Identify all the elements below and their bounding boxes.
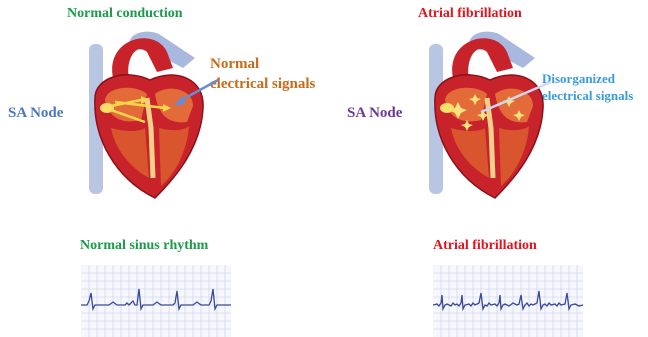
left-ecg-svg [81, 265, 231, 337]
right-ecg-strip [433, 265, 583, 337]
right-sa-node-label: SA Node [347, 105, 402, 122]
right-ecg-trace [433, 291, 583, 309]
right-signal-label: Disorganized electrical signals [542, 70, 633, 104]
right-label-pointer [475, 78, 555, 118]
left-signal-label-line1: Normal [210, 54, 315, 74]
left-signal-label: Normal electrical signals [210, 54, 315, 94]
right-signal-label-line2: electrical signals [542, 87, 633, 104]
right-signal-label-line1: Disorganized [542, 70, 633, 87]
left-label-pointer [170, 78, 220, 108]
left-heart-illustration [75, 28, 215, 200]
right-ecg-grid [433, 265, 583, 337]
right-rhythm-title: Atrial fibrillation [433, 238, 537, 254]
left-signal-label-line2: electrical signals [210, 74, 315, 94]
left-ecg-strip [81, 265, 231, 337]
left-ecg-grid [81, 265, 231, 337]
left-ecg-trace [81, 289, 231, 309]
right-panel-title: Atrial fibrillation [418, 6, 522, 22]
right-ecg-svg [433, 265, 583, 337]
right-sa-node [440, 103, 454, 113]
left-rhythm-title: Normal sinus rhythm [80, 238, 208, 254]
left-panel-title: Normal conduction [67, 6, 183, 22]
left-sa-node-label: SA Node [8, 105, 63, 122]
